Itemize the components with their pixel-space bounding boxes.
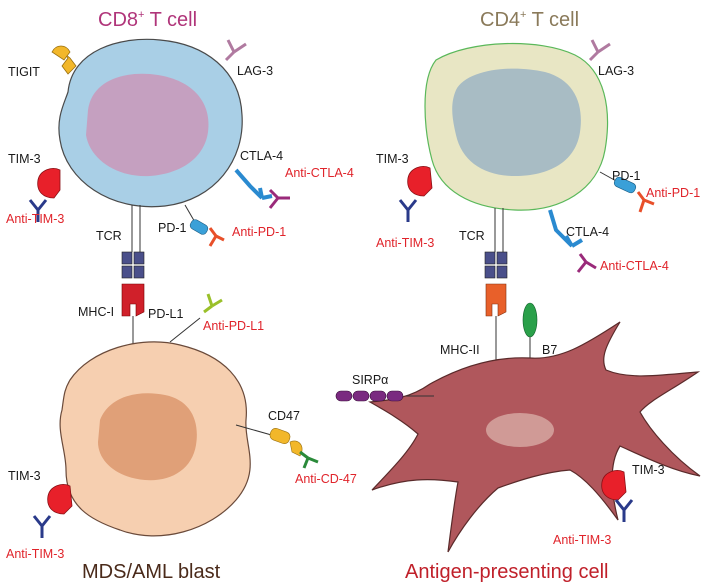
cd4-ctla4-receptor	[548, 209, 584, 248]
cd4-anti-ctla4-label: Anti-CTLA-4	[600, 259, 669, 273]
cd4-lag3-label: LAG-3	[598, 64, 634, 78]
blast-tim3-label: TIM-3	[8, 469, 41, 483]
apc-anti-tim3-antibody	[614, 499, 634, 522]
cd47-receptor	[235, 424, 303, 457]
apc-title: Antigen-presenting cell	[405, 561, 608, 583]
cd8-anti-ctla4-antibody	[268, 188, 290, 209]
cd8-t-cell	[58, 38, 243, 208]
cd4-t-cell	[424, 42, 609, 211]
apc-anti-tim3-label: Anti-TIM-3	[553, 533, 611, 547]
cd4-tcr	[484, 208, 508, 279]
antigen-presenting-cell	[368, 321, 701, 553]
cd8-tigit-label: TIGIT	[8, 65, 40, 79]
apc-sirpa-label: SIRPα	[352, 373, 388, 387]
cd8-tcr-label: TCR	[96, 229, 122, 243]
blast-anti-tim3-label: Anti-TIM-3	[6, 547, 64, 561]
mhc1-molecule	[121, 283, 145, 345]
pdl1-ligand	[169, 317, 201, 343]
apc-b7-label: B7	[542, 343, 557, 357]
apc-mhc2-label: MHC-II	[440, 343, 480, 357]
tigit-receptor	[51, 45, 77, 75]
mds-title: MDS/AML blast	[82, 561, 221, 583]
cd8-lag3-label: LAG-3	[237, 64, 273, 78]
mhc2-molecule	[485, 283, 507, 362]
apc-tim3-receptor	[601, 470, 627, 501]
cd4-tim3-label: TIM-3	[376, 152, 409, 166]
cd8-anti-ctla4-label: Anti-CTLA-4	[285, 166, 354, 180]
cd8-ctla4-receptor	[234, 168, 273, 200]
cd8-title: CD8+ T cell	[98, 9, 197, 31]
mds-aml-blast-cell	[59, 341, 251, 537]
anti-cd47-antibody	[299, 450, 319, 469]
cd8-tcr	[121, 205, 145, 279]
cd8-anti-pd1-antibody	[208, 227, 225, 247]
cd8-tim3-label: TIM-3	[8, 152, 41, 166]
cd4-lag3-receptor	[588, 39, 611, 62]
cd8-anti-tim3-antibody	[28, 199, 48, 222]
cd8-pd1-label: PD-1	[158, 221, 187, 235]
cd4-tcr-label: TCR	[459, 229, 485, 243]
anti-cd47-label: Anti-CD-47	[295, 472, 357, 486]
cd4-title: CD4+ T cell	[480, 9, 579, 31]
cd8-pd1-receptor	[184, 204, 209, 235]
blast-pdl1-label: PD-L1	[148, 307, 183, 321]
cd8-tim3-receptor	[37, 168, 61, 199]
cd4-anti-tim3-label: Anti-TIM-3	[376, 236, 434, 250]
blast-tim3-receptor	[47, 484, 73, 515]
cd4-anti-ctla4-antibody	[576, 253, 597, 273]
cd4-tim3-receptor	[407, 166, 433, 197]
anti-pdl1-label: Anti-PD-L1	[203, 319, 264, 333]
blast-anti-tim3-antibody	[32, 515, 52, 538]
b7-ligand	[522, 302, 538, 365]
blast-cd47-label: CD47	[268, 409, 300, 423]
anti-pdl1-antibody	[203, 293, 223, 314]
cd8-ctla4-label: CTLA-4	[240, 149, 283, 163]
apc-tim3-label: TIM-3	[632, 463, 665, 477]
cd4-ctla4-label: CTLA-4	[566, 225, 609, 239]
cd4-pd1-label: PD-1	[612, 169, 641, 183]
cd4-anti-pd1-label: Anti-PD-1	[646, 186, 700, 200]
cd8-anti-tim3-label: Anti-TIM-3	[6, 212, 64, 226]
cd4-anti-pd1-antibody	[636, 191, 655, 213]
blast-mhc1-label: MHC-I	[78, 305, 114, 319]
cd4-anti-tim3-antibody	[398, 199, 418, 222]
sirpa-receptor	[335, 390, 434, 402]
cd8-anti-pd1-label: Anti-PD-1	[232, 225, 286, 239]
cd8-lag3-receptor	[224, 39, 247, 62]
cd4-pd1-receptor	[599, 171, 637, 194]
